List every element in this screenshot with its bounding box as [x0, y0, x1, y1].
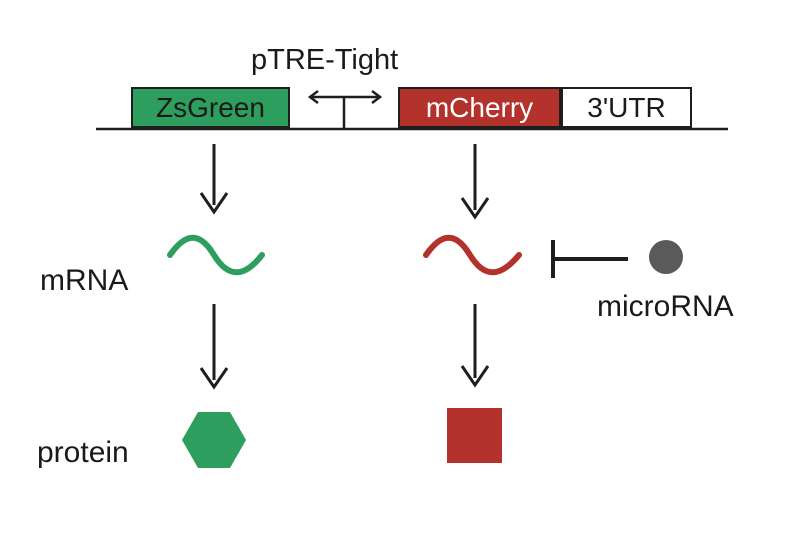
microrna-label: microRNA [597, 290, 734, 323]
zsgreen-gene-box: ZsGreen [131, 87, 290, 128]
utr-label: 3'UTR [587, 91, 666, 123]
red-mrna-wave-icon [423, 234, 522, 276]
promoter-label: pTRE-Tight [251, 44, 399, 76]
inhibition-bar-icon [551, 240, 628, 278]
utr-box: 3'UTR [561, 87, 692, 128]
arrow-down-icon [199, 144, 229, 215]
arrow-down-icon [460, 144, 490, 220]
green-mrna-wave-icon [167, 234, 265, 276]
arrow-down-icon [199, 304, 229, 390]
mcherry-gene-box: mCherry [398, 87, 561, 128]
zsgreen-label: ZsGreen [156, 91, 265, 123]
bidirectional-promoter-icon [307, 90, 383, 129]
mrna-label: mRNA [40, 264, 129, 297]
green-protein-hexagon-icon [182, 412, 246, 468]
red-protein-square-icon [447, 408, 502, 463]
protein-label: protein [37, 436, 129, 469]
arrow-down-icon [460, 304, 490, 388]
mcherry-label: mCherry [425, 91, 534, 123]
microrna-circle-icon [649, 240, 683, 274]
